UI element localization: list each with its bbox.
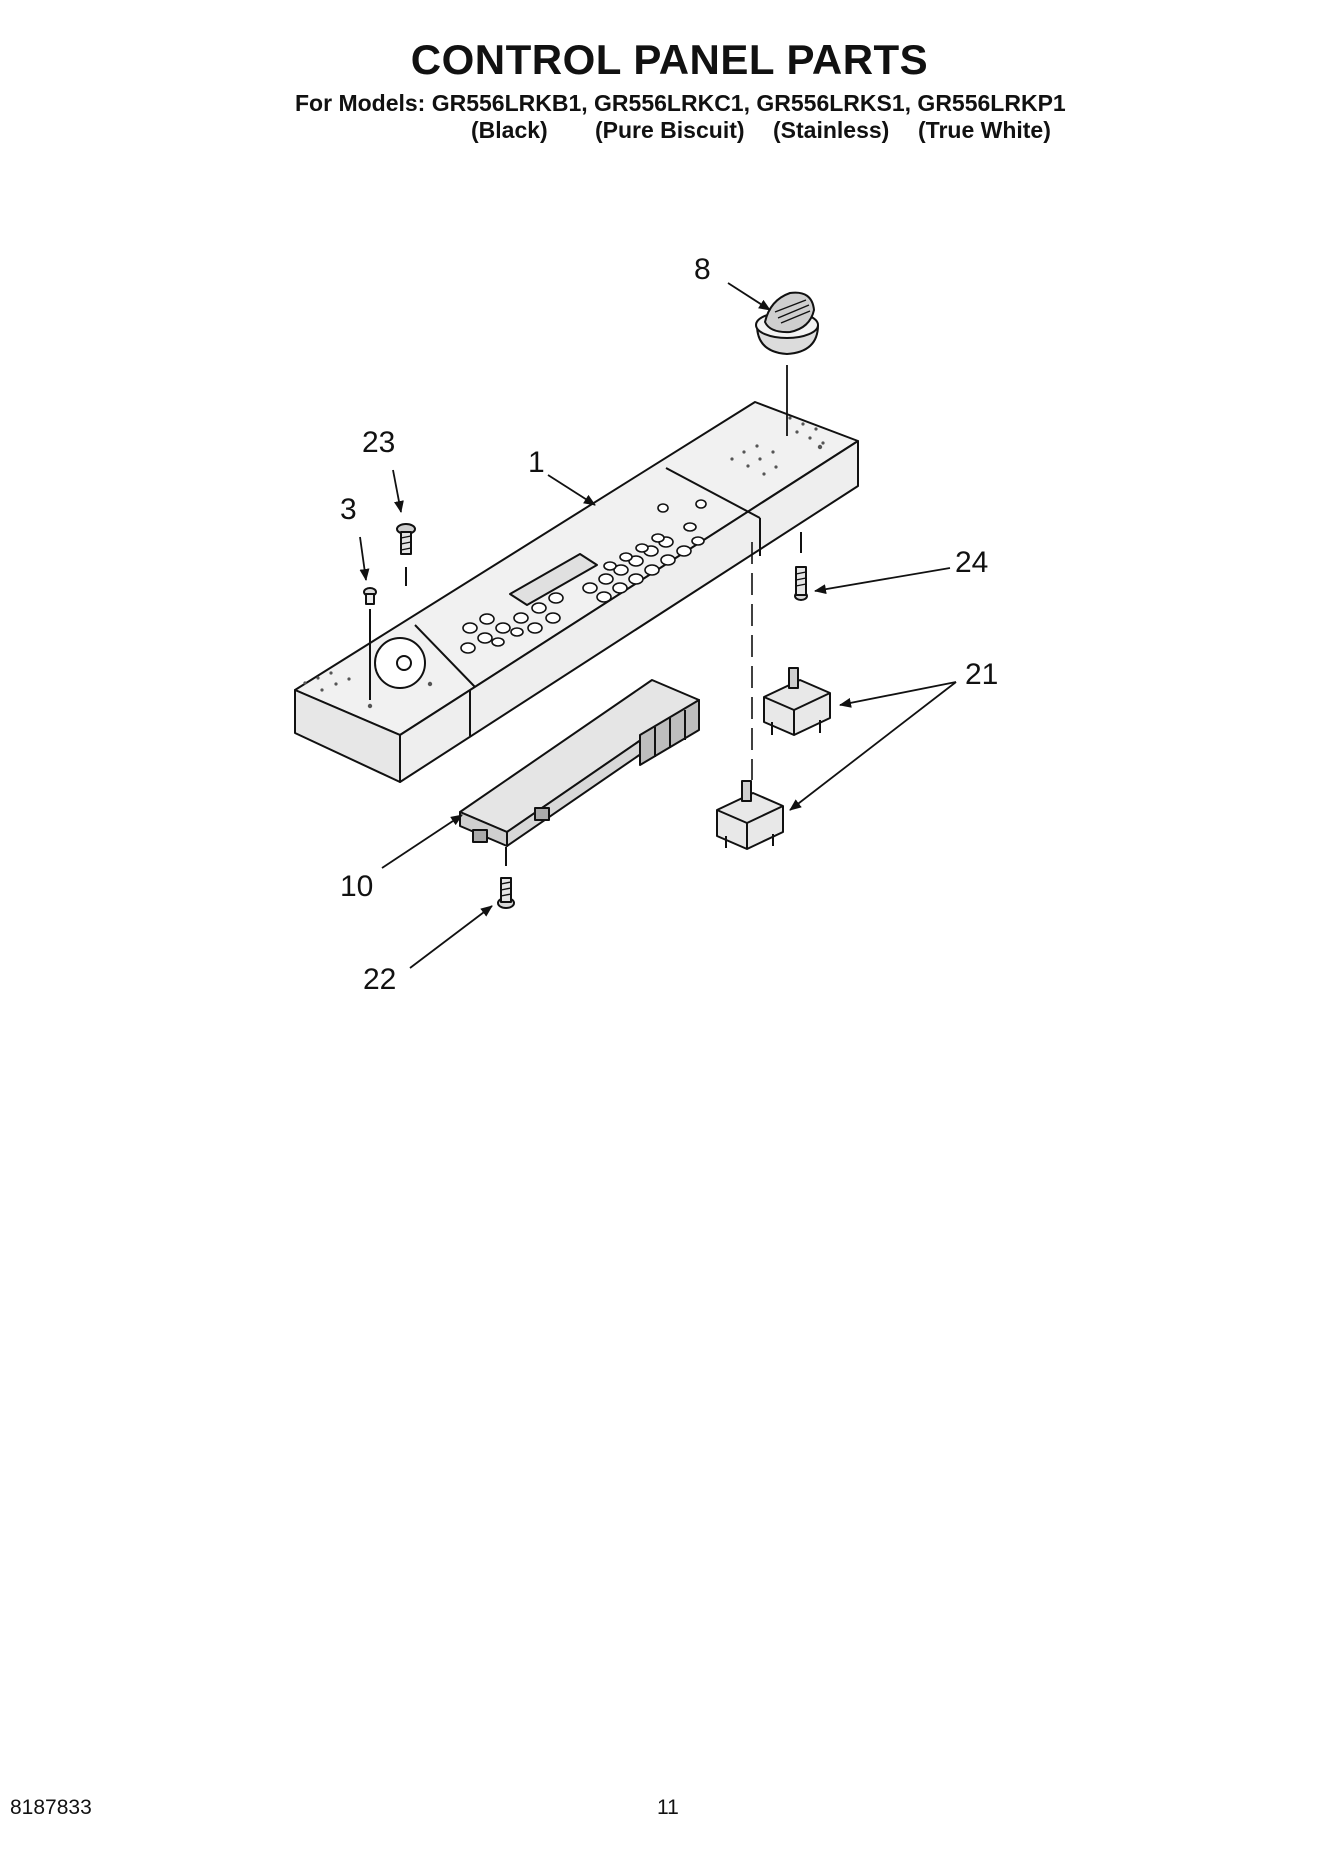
control-panel-console — [294, 401, 859, 783]
screw-part-22 — [497, 847, 515, 909]
callout-23: 23 — [362, 426, 395, 459]
variant-true-white: (True White) — [918, 117, 1051, 143]
variant-black: (Black) — [471, 117, 548, 143]
callout-3: 3 — [340, 493, 357, 526]
variant-stainless: (Stainless) — [773, 117, 890, 143]
variant-pure-biscuit: (Pure Biscuit) — [595, 117, 745, 143]
screw-part-24 — [794, 532, 808, 601]
callout-24: 24 — [955, 546, 988, 579]
panel-dot-patterns — [303, 416, 825, 709]
callout-1: 1 — [528, 446, 545, 479]
callout-21: 21 — [965, 658, 998, 691]
page-number: 11 — [657, 1796, 679, 1819]
infinite-switch-lower — [716, 780, 784, 850]
control-knob — [755, 291, 819, 436]
callout-22: 22 — [363, 963, 396, 996]
infinite-switch-upper — [763, 667, 831, 736]
models-line: For Models: GR556LRKB1, GR556LRKC1, GR55… — [295, 90, 1066, 116]
screw-part-23 — [396, 523, 416, 586]
screw-part-3 — [363, 587, 377, 700]
callout-arrows — [359, 282, 957, 969]
callout-10: 10 — [340, 870, 373, 903]
callout-8: 8 — [694, 253, 711, 286]
document-number: 8187833 — [10, 1796, 92, 1819]
page-title: CONTROL PANEL PARTS — [410, 36, 929, 83]
keypad-buttons — [460, 499, 707, 654]
electronic-control-board — [459, 679, 700, 847]
